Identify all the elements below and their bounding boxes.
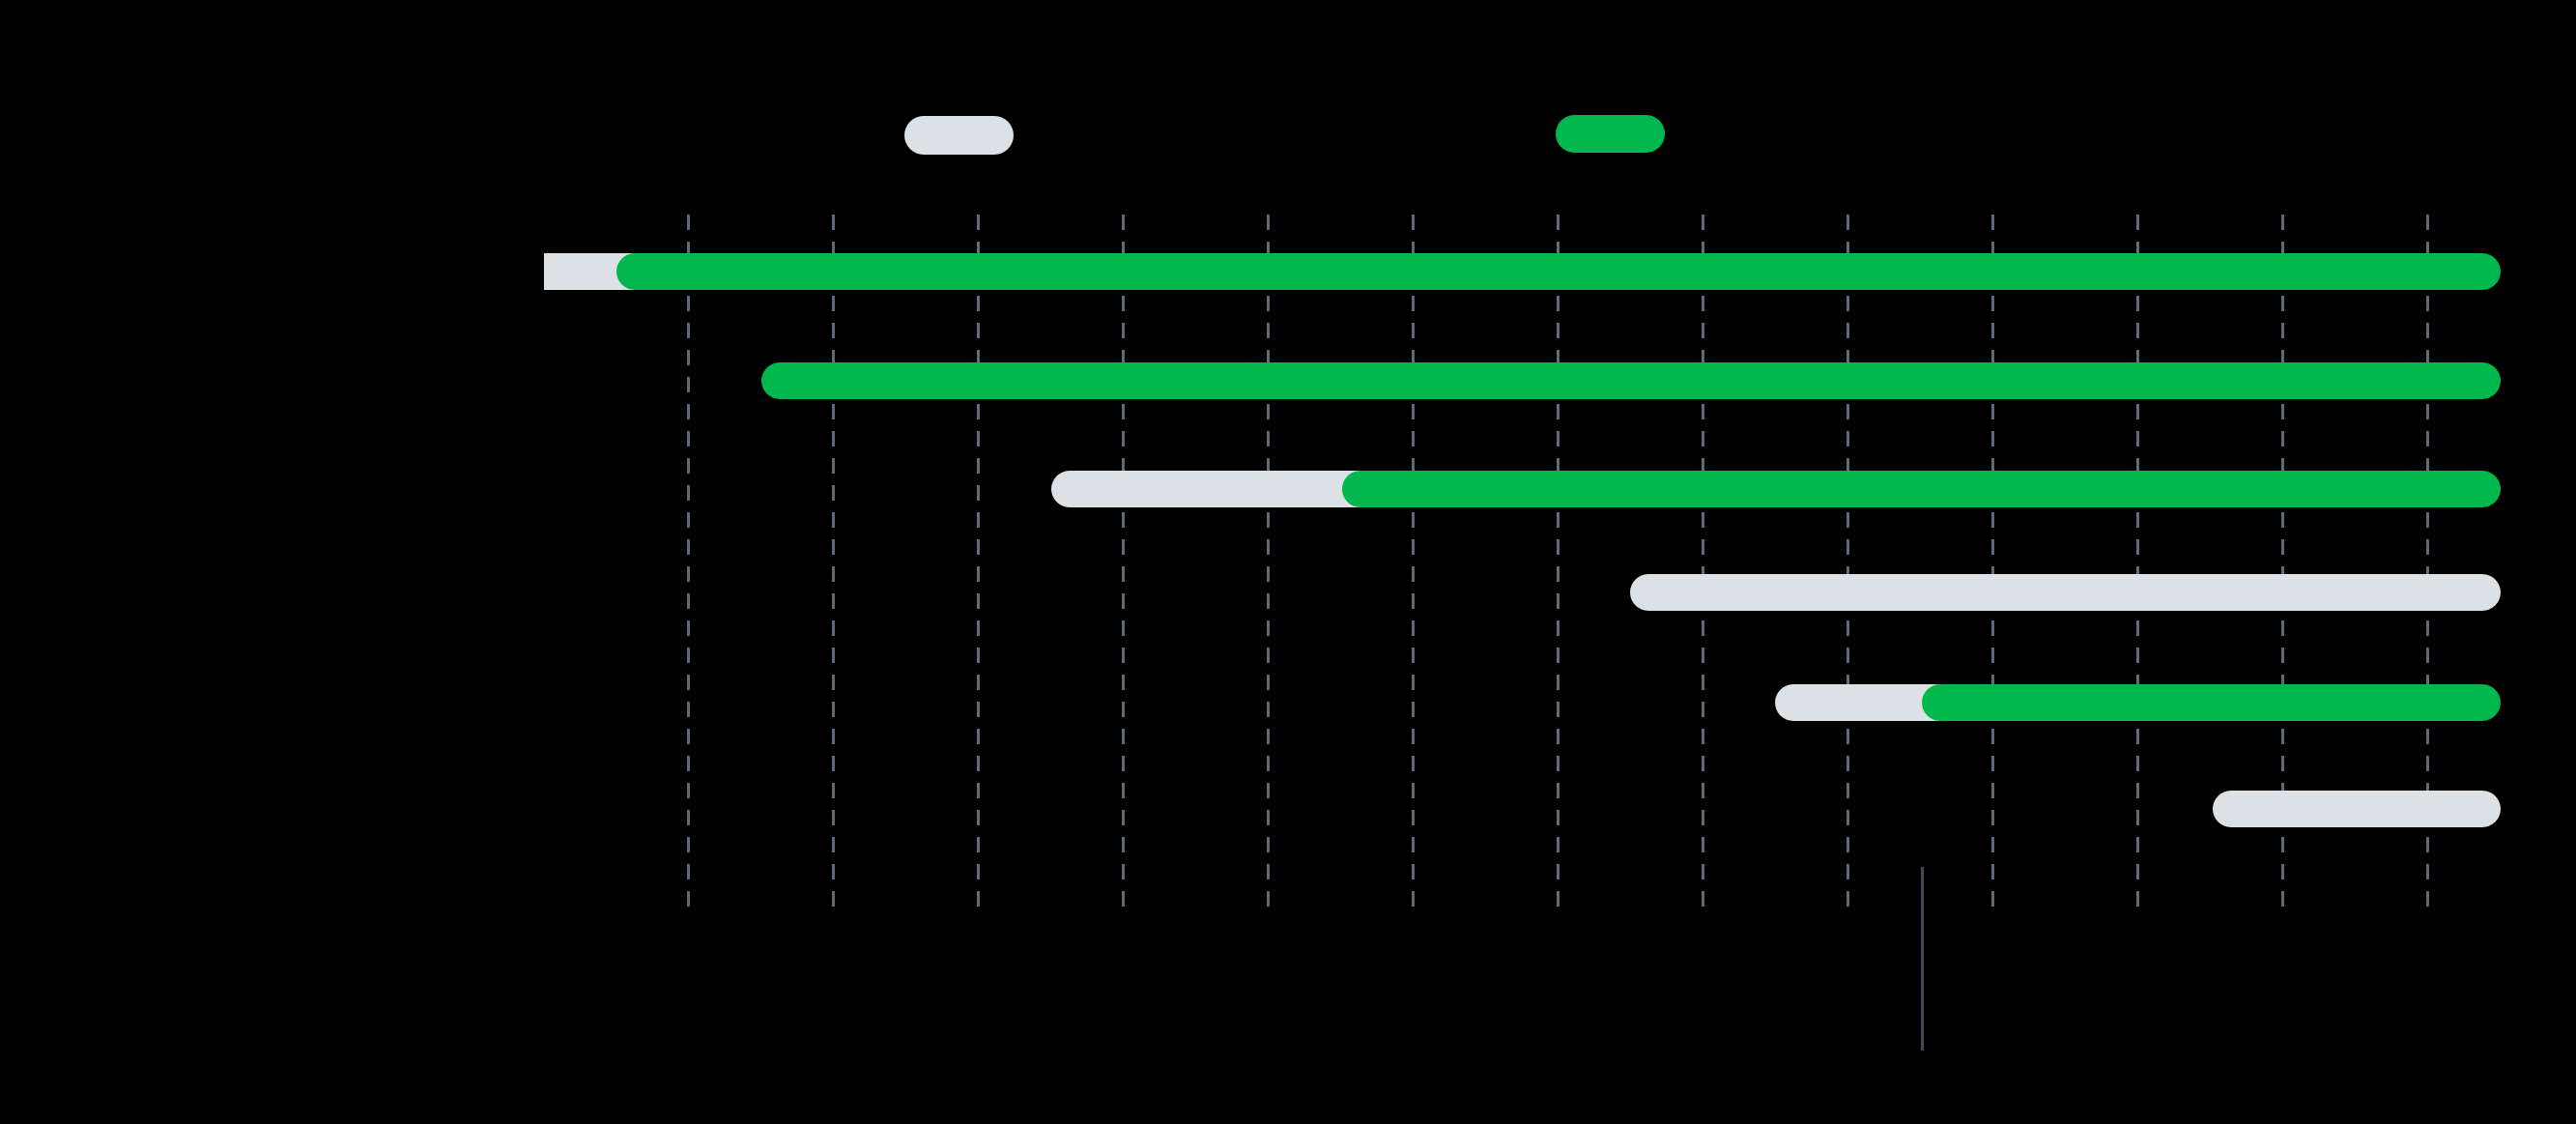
gridline: [2281, 215, 2284, 913]
gantt-bar-planned-segment: [1630, 574, 2501, 611]
gridline: [1122, 215, 1125, 913]
gantt-bar-actual-segment: [1922, 684, 2501, 721]
gridline: [1846, 215, 1849, 913]
gridline: [687, 215, 690, 913]
gantt-bar-actual-segment: [1342, 471, 2501, 507]
gridline: [1557, 215, 1560, 913]
gridline: [1702, 215, 1704, 913]
gridline: [1267, 215, 1270, 913]
gantt-bar-planned-segment: [2213, 791, 2501, 827]
gridline: [977, 215, 980, 913]
legend-swatch-planned: [904, 116, 1014, 155]
gridline: [2426, 215, 2429, 913]
legend-swatch-actual: [1556, 115, 1665, 153]
gridline: [1991, 215, 1994, 913]
gridline: [832, 215, 835, 913]
gantt-bar-actual-segment: [616, 253, 2501, 290]
today-marker-line: [1921, 867, 1924, 1051]
gantt-bar-actual-segment: [761, 362, 2501, 399]
gridline: [1412, 215, 1415, 913]
gridline: [2136, 215, 2139, 913]
